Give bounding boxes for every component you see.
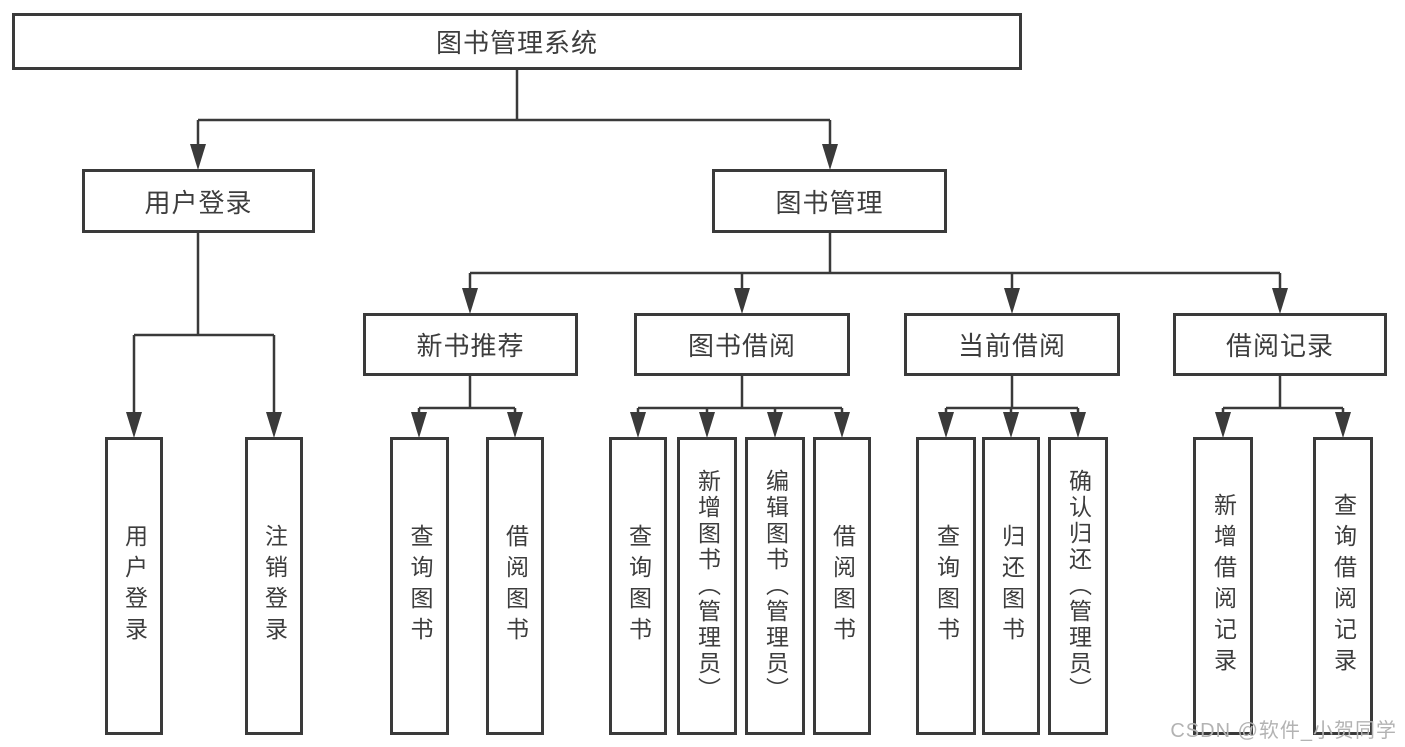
- node-book-borrow: 图书借阅: [634, 313, 850, 376]
- csdn-watermark: CSDN @软件_小贺同学: [1170, 720, 1397, 742]
- leaf-user-login: 用户登录: [105, 437, 163, 735]
- arrowhead: [462, 288, 478, 314]
- arrowhead: [1215, 412, 1231, 438]
- wire-bookmgmt-to-level3: [468, 233, 1282, 289]
- arrowhead: [1004, 288, 1020, 314]
- arrowhead: [1272, 288, 1288, 314]
- arrowhead: [1335, 412, 1351, 438]
- node-book-management: 图书管理: [712, 169, 947, 233]
- node-library-system: 图书管理系统: [12, 13, 1022, 70]
- node-borrow-records: 借阅记录: [1173, 313, 1387, 376]
- arrowhead: [126, 412, 142, 438]
- arrowhead: [190, 144, 206, 170]
- node-user-login: 用户登录: [82, 169, 315, 233]
- leaf-logout: 注销登录: [245, 437, 303, 735]
- arrowhead: [834, 412, 850, 438]
- wire-userlogin-to-leaves: [132, 232, 276, 413]
- leaf-query-borrow-record: 查询借阅记录: [1313, 437, 1373, 735]
- wire-currentborrow-to-leaves: [944, 376, 1080, 413]
- leaf-query-books-1: 查询图书: [390, 437, 449, 735]
- arrowhead: [266, 412, 282, 438]
- node-new-book-recommend: 新书推荐: [363, 313, 578, 376]
- arrowhead: [767, 412, 783, 438]
- leaf-borrow-books-2: 借阅图书: [813, 437, 871, 735]
- arrowhead: [630, 412, 646, 438]
- leaf-add-borrow-record: 新增借阅记录: [1193, 437, 1253, 735]
- arrowhead: [822, 144, 838, 170]
- leaf-confirm-return-admin: 确认归还（管理员）: [1048, 437, 1108, 735]
- leaf-query-books-2: 查询图书: [609, 437, 667, 735]
- arrowhead: [507, 412, 523, 438]
- arrowhead: [734, 288, 750, 314]
- wire-newbookrec-to-leaves: [417, 376, 517, 413]
- arrowhead: [1070, 412, 1086, 438]
- arrowhead: [411, 412, 427, 438]
- arrowhead: [1003, 412, 1019, 438]
- arrowhead: [699, 412, 715, 438]
- wire-bookborrow-to-leaves: [636, 376, 844, 413]
- leaf-query-books-3: 查询图书: [916, 437, 976, 735]
- leaf-borrow-books-1: 借阅图书: [486, 437, 544, 735]
- wire-borrowrecords-to-leaves: [1221, 376, 1345, 413]
- wire-root-to-level2: [196, 69, 832, 145]
- arrowhead: [938, 412, 954, 438]
- leaf-edit-books-admin: 编辑图书（管理员）: [745, 437, 805, 735]
- leaf-return-books: 归还图书: [982, 437, 1040, 735]
- node-current-borrow: 当前借阅: [904, 313, 1120, 376]
- leaf-add-books-admin: 新增图书（管理员）: [677, 437, 737, 735]
